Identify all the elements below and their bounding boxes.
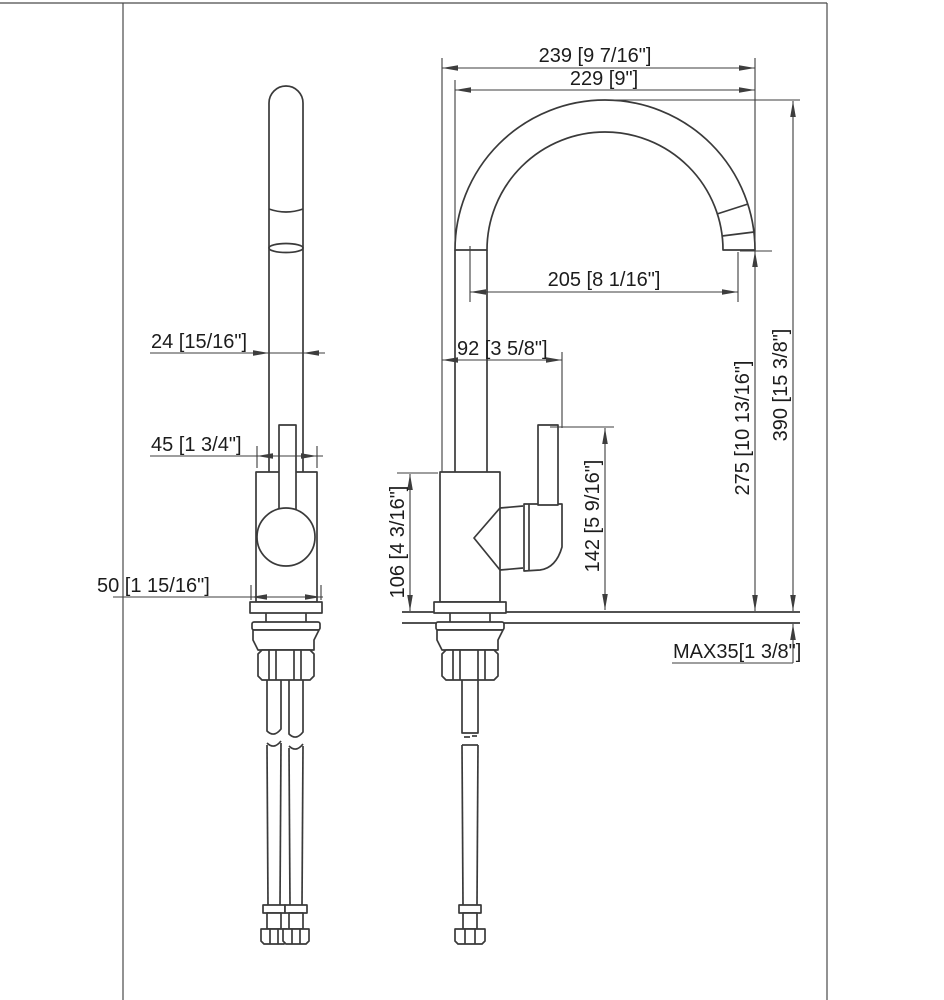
handle-lever-side <box>278 424 297 512</box>
dimension-92: 92 [3 5/8"] <box>442 338 563 428</box>
dim-label-24: 24 [15/16"] <box>151 331 247 353</box>
dim-label-390: 390 [15 3/8"] <box>770 329 792 442</box>
dimension-max35: MAX35[1 3/8"] <box>672 624 801 664</box>
dim-label-45: 45 [1 3/4"] <box>151 434 242 456</box>
side-view <box>249 85 323 945</box>
gooseneck-spout <box>454 99 756 251</box>
dim-label-229: 229 [9"] <box>570 68 638 90</box>
base-plate-side <box>249 601 323 614</box>
dim-label-205: 205 [8 1/16"] <box>548 269 661 291</box>
base-plate-front <box>433 601 507 614</box>
mounting-hardware-side <box>251 613 321 681</box>
dimension-24: 24 [15/16"] <box>150 331 325 356</box>
dimension-142: 142 [5 9/16"] <box>550 426 614 610</box>
spout-pipe-side <box>268 85 304 472</box>
dimension-45: 45 [1 3/4"] <box>150 434 323 468</box>
dimension-106: 106 [4 3/16"] <box>387 472 438 611</box>
spout-seam-side <box>268 208 304 213</box>
dim-label-275: 275 [10 13/16"] <box>732 361 754 496</box>
dimension-205: 205 [8 1/16"] <box>469 246 739 302</box>
dimension-50: 50 [1 15/16"] <box>97 575 323 600</box>
dim-label-106: 106 [4 3/16"] <box>387 486 409 599</box>
aerator-seam-2 <box>721 231 755 237</box>
dim-label-max35: MAX35[1 3/8"] <box>673 641 801 663</box>
handle-lever-front <box>537 424 559 506</box>
aerator-ring-side <box>268 242 304 254</box>
sheet-frame <box>0 2 828 1000</box>
dimension-239: 239 [9 7/16"] <box>441 45 756 472</box>
supply-hose-front <box>454 680 486 945</box>
cartridge-front <box>523 503 563 572</box>
aerator-seam-1 <box>716 203 749 215</box>
dim-label-50: 50 [1 15/16"] <box>97 575 210 597</box>
dim-label-142: 142 [5 9/16"] <box>582 460 604 573</box>
faucet-body-front <box>439 471 501 603</box>
handle-knob-side <box>256 507 316 567</box>
mounting-hardware-front <box>435 613 505 681</box>
dimension-275: 275 [10 13/16"] <box>732 250 772 611</box>
valve-cone-front <box>473 505 524 571</box>
dimension-229: 229 [9"] <box>454 68 755 250</box>
dim-label-239: 239 [9 7/16"] <box>539 45 652 67</box>
dimension-390: 390 [15 3/8"] <box>597 99 800 611</box>
dim-label-92: 92 [3 5/8"] <box>457 338 548 360</box>
supply-hoses-side <box>260 680 310 945</box>
